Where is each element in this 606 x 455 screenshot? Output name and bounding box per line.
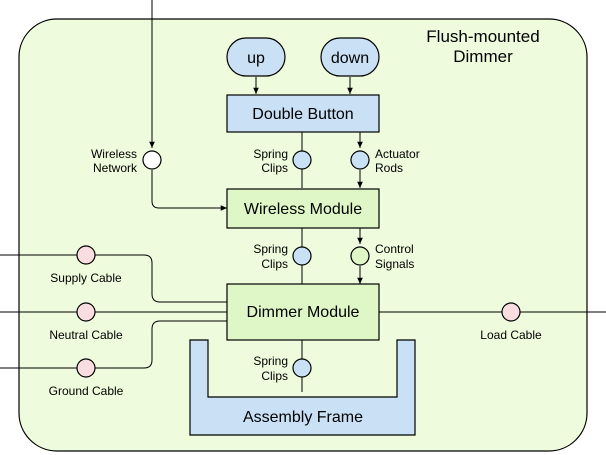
- assembly-frame-label: Assembly Frame: [243, 409, 363, 426]
- double-button-block: [226, 94, 380, 133]
- wireless-network-port: [142, 150, 162, 170]
- dimmer-module-block: [226, 283, 380, 341]
- neutral-cable-port: [76, 302, 96, 322]
- container-title-line2: Dimmer: [453, 47, 513, 66]
- ground-cable-label: Ground Cable: [49, 384, 124, 398]
- assembly-frame-block: [189, 339, 416, 436]
- ground-cable-port: [76, 358, 96, 378]
- spring-clips-3-label-2: Clips: [261, 369, 288, 383]
- up-button-label: up: [247, 50, 265, 67]
- container-title-line1: Flush-mounted: [426, 27, 539, 46]
- wireless-network-label-1: Wireless: [91, 147, 137, 161]
- control-signals-label-1: Control: [375, 242, 414, 256]
- spring-clips-3-port: [292, 358, 312, 378]
- dimmer-module-label: Dimmer Module: [247, 304, 360, 321]
- spring-clips-2-label-2: Clips: [261, 257, 288, 271]
- control-signals-port: [350, 246, 370, 266]
- wireless-network-label-2: Network: [93, 161, 138, 175]
- spring-clips-1-label-1: Spring: [253, 147, 288, 161]
- double-button-label: Double Button: [252, 106, 353, 123]
- wireless-module-block: [226, 188, 380, 229]
- load-cable-label: Load Cable: [480, 328, 542, 342]
- spring-clips-2-port: [292, 246, 312, 266]
- down-button[interactable]: [320, 37, 380, 77]
- actuator-rods-port: [350, 150, 370, 170]
- supply-cable-line: [0, 254, 227, 303]
- up-button[interactable]: [226, 37, 286, 77]
- spring-clips-1-port: [292, 150, 312, 170]
- actuator-rods-label-1: Actuator: [375, 147, 420, 161]
- wireless-module-label: Wireless Module: [244, 201, 362, 218]
- supply-cable-label: Supply Cable: [50, 271, 122, 285]
- down-button-label: down: [331, 50, 369, 67]
- control-signals-label-2: Signals: [375, 257, 414, 271]
- supply-cable-port: [76, 245, 96, 265]
- actuator-rods-label-2: Rods: [375, 161, 403, 175]
- spring-clips-1-label-2: Clips: [261, 161, 288, 175]
- wireless-network-to-module: [151, 170, 227, 211]
- ground-cable-line: [0, 320, 227, 369]
- load-cable-port: [501, 302, 521, 322]
- neutral-cable-label: Neutral Cable: [49, 328, 123, 342]
- dimmer-container: [18, 18, 588, 452]
- spring-clips-3-label-1: Spring: [253, 354, 288, 368]
- spring-clips-2-label-1: Spring: [253, 242, 288, 256]
